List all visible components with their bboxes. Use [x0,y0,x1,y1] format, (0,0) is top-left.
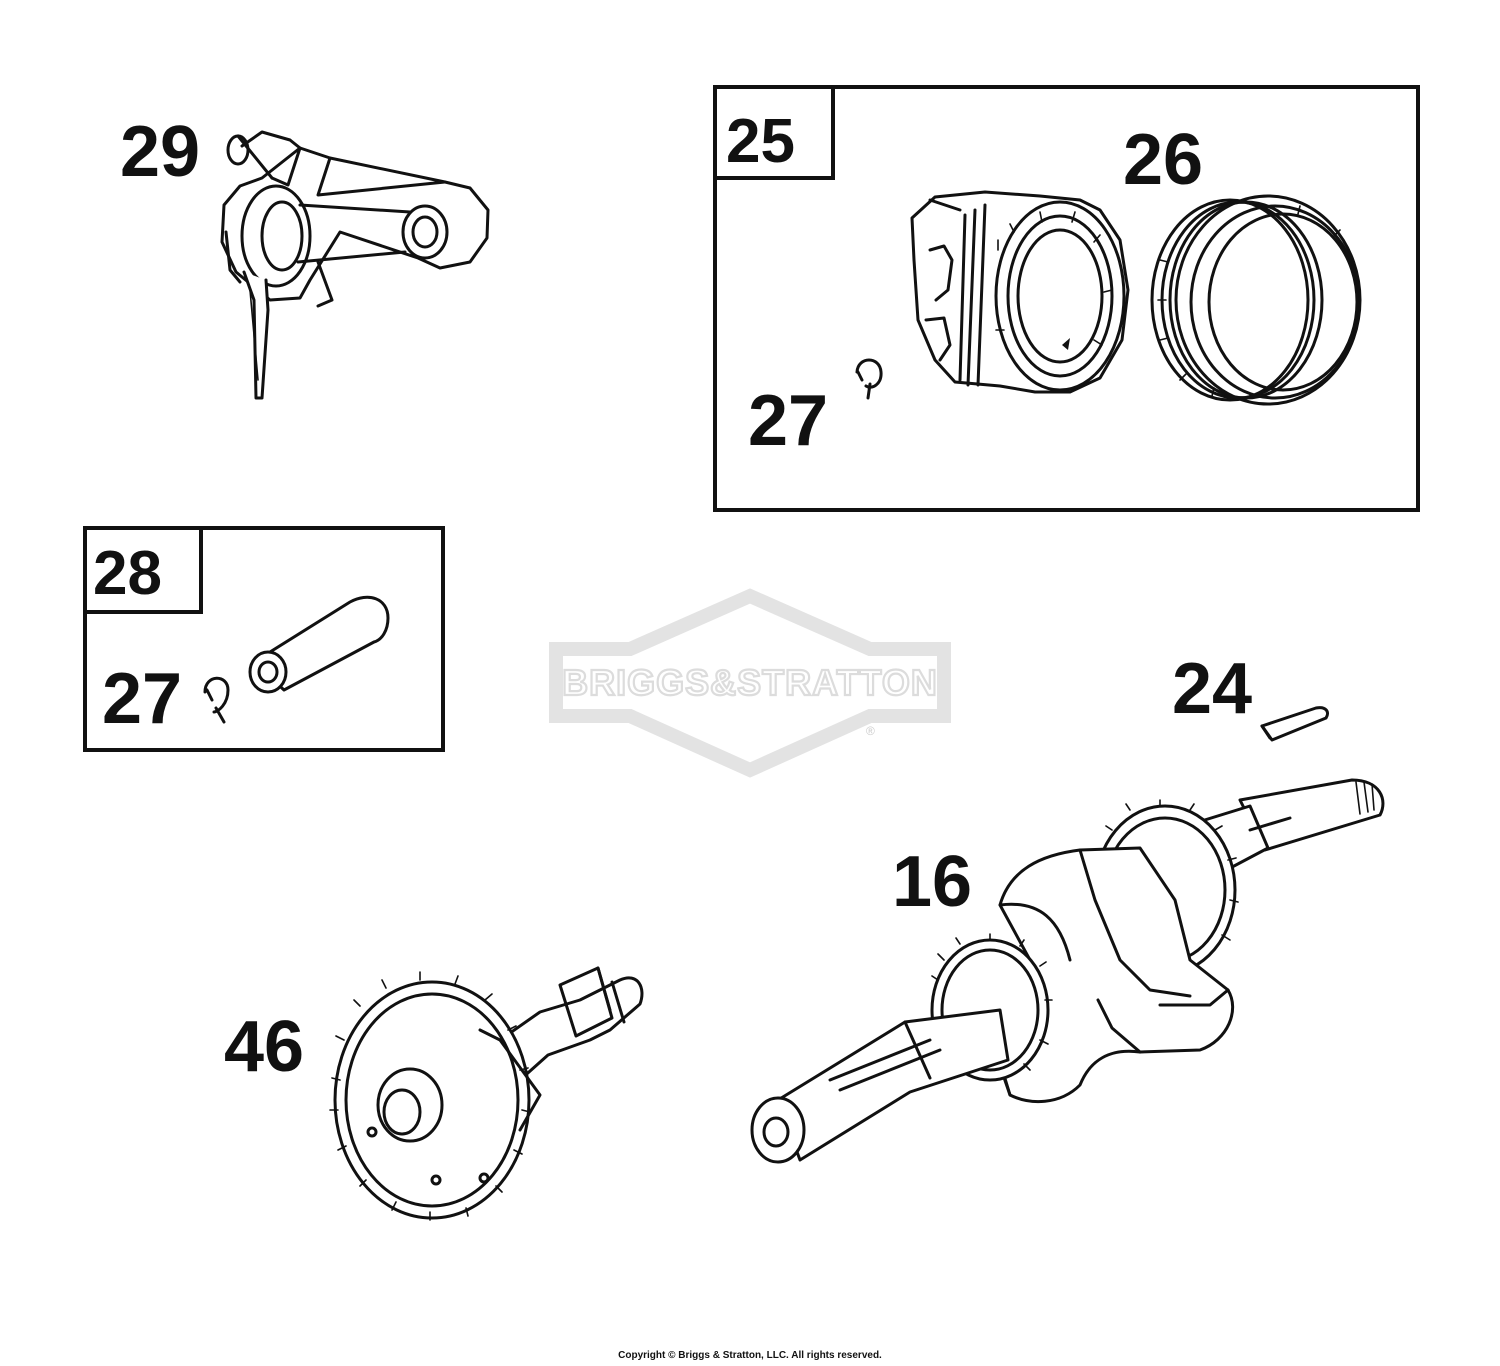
callout-27-piston-kit[interactable]: 27 [748,381,828,461]
callout-46[interactable]: 46 [224,1007,304,1087]
watermark-logo-text: BRIGGS&STRATTON [562,662,938,703]
watermark-registered-mark: ® [866,724,875,738]
callout-29[interactable]: 29 [120,112,200,192]
piston-pin-drawing[interactable] [203,595,390,724]
callout-26[interactable]: 26 [1123,120,1203,200]
crankshaft-key-drawing[interactable] [1260,706,1330,742]
piston-pin-kit-box [83,526,445,752]
briggs-stratton-watermark-logo: BRIGGS&STRATTON ® [549,588,951,778]
camshaft-drawing[interactable] [329,966,644,1221]
crankshaft-drawing[interactable] [750,778,1385,1164]
callout-24[interactable]: 24 [1172,649,1252,729]
callout-27-pin-kit[interactable]: 27 [102,659,182,739]
piston-kit-box [713,85,1420,512]
callout-25[interactable]: 25 [726,107,795,176]
connecting-rod-drawing[interactable] [220,130,490,400]
callout-16[interactable]: 16 [892,842,972,922]
piston-rings-drawing[interactable] [1150,194,1362,406]
copyright-notice: Copyright © Briggs & Stratton, LLC. All … [618,1350,882,1361]
callout-28[interactable]: 28 [93,539,162,608]
piston-drawing[interactable] [855,190,1130,400]
